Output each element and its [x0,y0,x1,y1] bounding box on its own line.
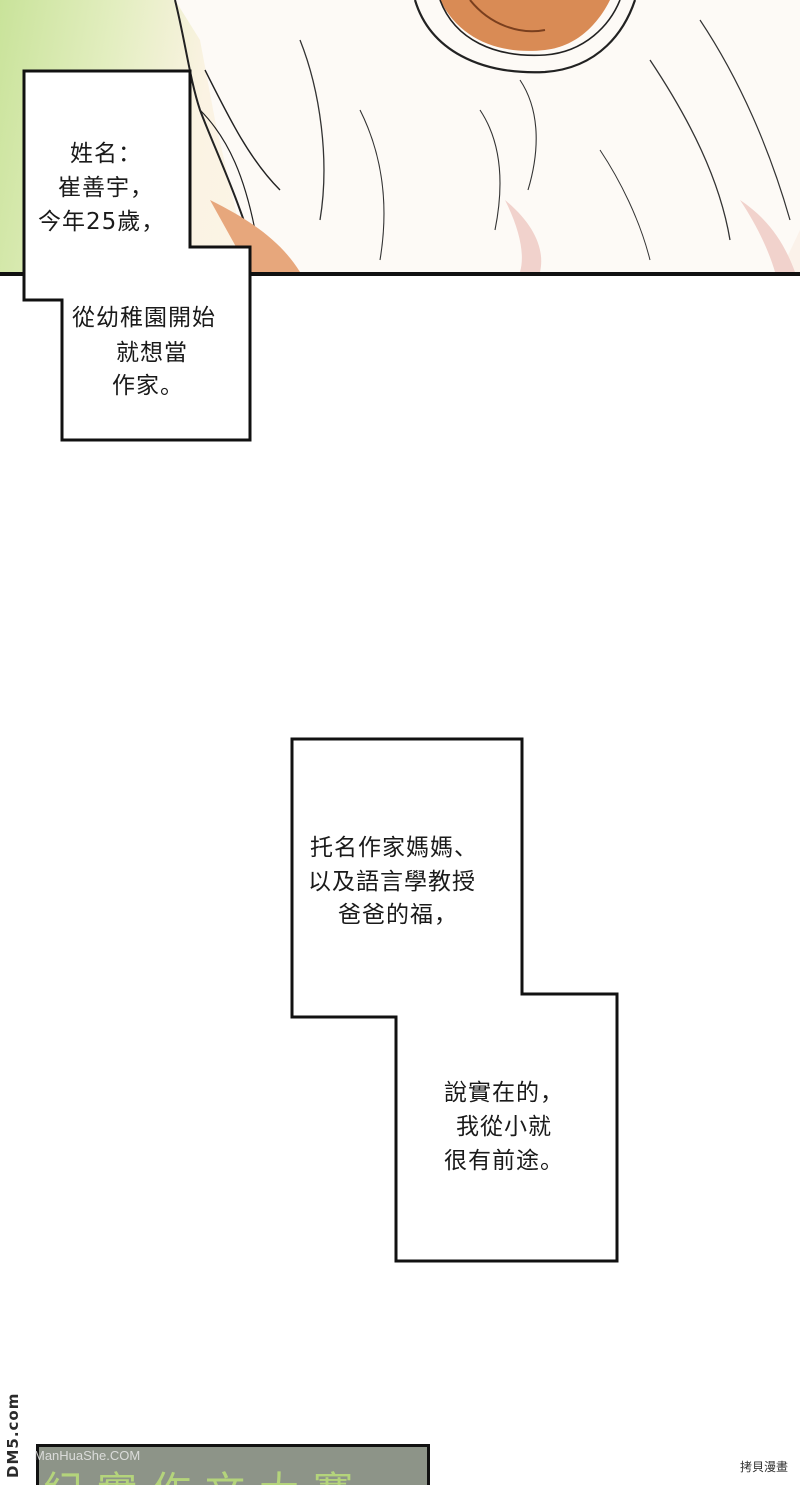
side-watermark: DM5.com [4,1392,22,1478]
caption-line: 托名作家媽媽、 [310,835,478,861]
caption-line: 說實在的， [444,1080,564,1106]
caption-line: 以及語言學教授 [308,869,476,895]
caption-line: 今年25歲， [38,209,166,235]
caption-box-outline [290,737,619,1263]
caption-line: 姓名： [70,141,142,167]
caption-box-outline [22,69,252,442]
caption-line: 就想當 [116,340,188,366]
man-in-tshirt-illustration [174,0,800,272]
caption-line: 作家。 [112,373,184,399]
caption-line: 很有前途。 [444,1148,564,1174]
caption-line: 崔善宇， [58,175,154,201]
panel-partial-text: 紀實作文大賽 [43,1459,367,1485]
bottom-comic-panel: 紀實作文大賽 [36,1444,430,1485]
caption-line: 從幼稚園開始 [72,305,216,331]
corner-watermark: 拷貝漫畫 [735,1457,792,1476]
site-watermark: ManHuaShe.COM [34,1448,141,1463]
caption-line: 爸爸的福， [338,902,458,928]
caption-line: 我從小就 [456,1114,552,1140]
